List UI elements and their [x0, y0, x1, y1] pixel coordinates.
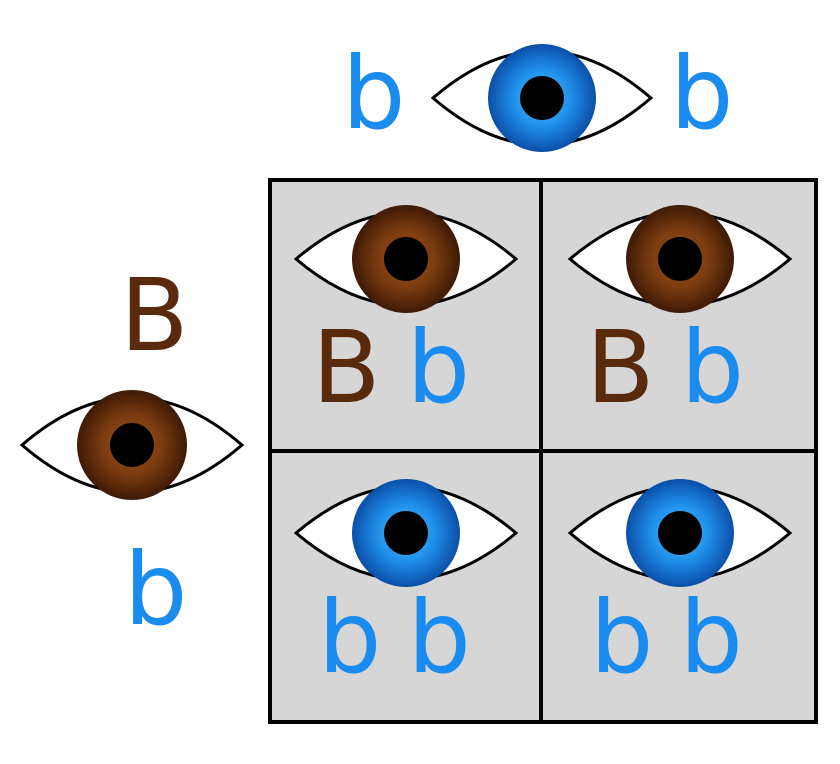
cell-4-blue-eye-icon — [567, 478, 793, 592]
cell-2-brown-eye-icon — [567, 204, 793, 318]
cell-3-allele-1: b — [318, 579, 382, 696]
cell-3-genotype: b b — [318, 588, 471, 688]
cell-2-genotype: B b — [586, 318, 744, 418]
parent-left-bottom-allele: b — [124, 531, 188, 648]
grid-divider-horizontal — [268, 449, 818, 453]
cell-1-allele-2: b — [406, 309, 471, 426]
parent-top-left-allele: b — [342, 35, 406, 152]
cell-4-allele-2: b — [679, 579, 743, 696]
parent-top-eye-icon — [430, 42, 654, 158]
cell-1-allele-1: B — [312, 309, 381, 426]
cell-4-genotype: b b — [590, 588, 743, 688]
cell-4-allele-1: b — [590, 579, 654, 696]
cell-2-allele-1: B — [586, 309, 655, 426]
parent-left-eye-icon — [19, 388, 245, 506]
cell-3-blue-eye-icon — [293, 478, 519, 592]
parent-top-right-allele: b — [670, 35, 734, 152]
cell-2-allele-2: b — [680, 309, 745, 426]
parent-left-top-allele: B — [120, 257, 189, 374]
cell-1-genotype: B b — [312, 318, 470, 418]
cell-1-brown-eye-icon — [293, 204, 519, 318]
cell-3-allele-2: b — [407, 579, 471, 696]
